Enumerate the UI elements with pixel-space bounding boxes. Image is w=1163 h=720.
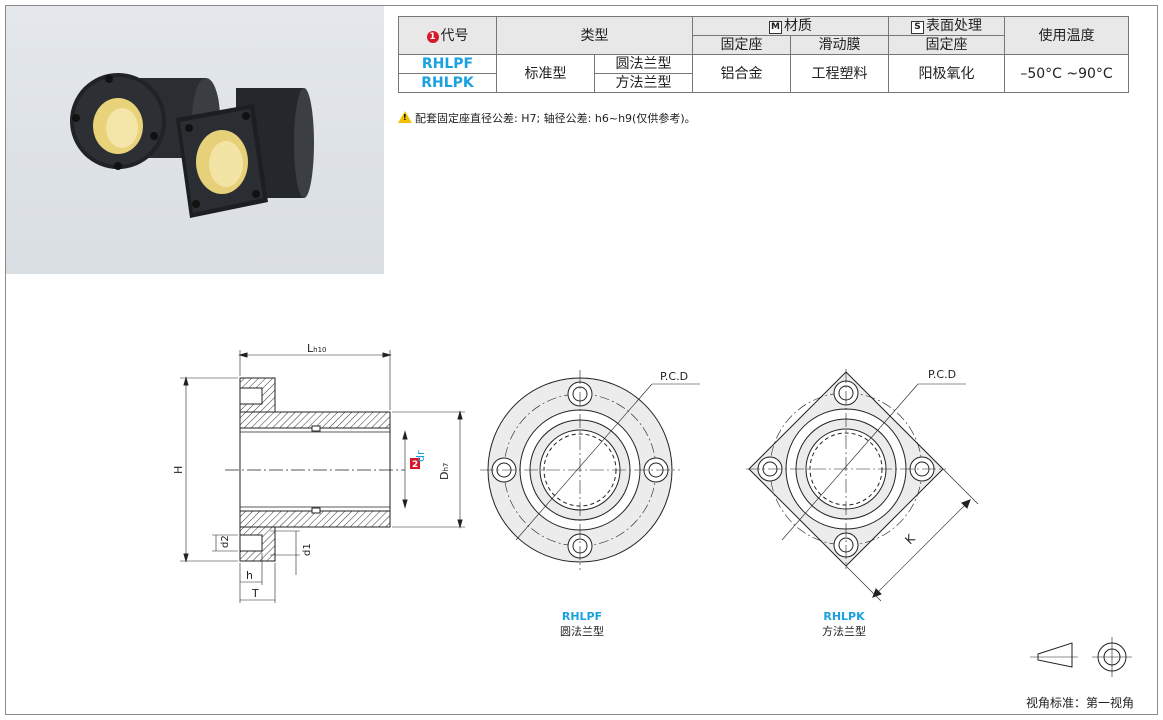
material-badge: M (769, 21, 782, 34)
view-standard-label: 视角标准：第一视角 (1026, 696, 1135, 710)
header-surface-seat: 固定座 (888, 35, 1005, 55)
header-type: 类型 (496, 16, 693, 55)
caption-square-code: RHLPK (823, 610, 865, 623)
dim-d2: d2 (220, 535, 231, 548)
round-flange-view (480, 370, 700, 570)
dim-l: Lh10 (307, 342, 326, 355)
type-standard: 标准型 (496, 54, 595, 93)
caption-square: RHLPK 方法兰型 (794, 610, 894, 639)
surface-value: 阳极氧化 (888, 54, 1005, 93)
caption-round: RHLPF 圆法兰型 (532, 610, 632, 639)
dim-k: K (902, 531, 918, 547)
material-film-value: 工程塑料 (790, 54, 889, 93)
code-rhlpk: RHLPK (398, 73, 497, 93)
tolerance-note: 配套固定座直径公差: H7; 轴径公差: h6~h9(仅供参考)。 (398, 110, 696, 126)
caption-round-name: 圆法兰型 (560, 625, 604, 638)
dim-d1: d1 (302, 543, 313, 556)
side-section-view (180, 350, 465, 603)
type-square-flange: 方法兰型 (594, 73, 693, 93)
dim-h-small: h (246, 569, 253, 582)
dim-h: H (172, 466, 185, 474)
first-angle-symbol (1030, 637, 1132, 677)
page-frame (5, 5, 1158, 715)
code-number-badge: 1 (426, 30, 439, 43)
product-photo (6, 6, 384, 274)
header-material-film: 滑动膜 (790, 35, 889, 55)
dr-number: 2 (412, 460, 418, 470)
square-flange-view (746, 369, 979, 602)
pcd-label-round: P.C.D (660, 370, 688, 383)
caption-square-name: 方法兰型 (822, 625, 866, 638)
pcd-label-square: P.C.D (928, 368, 956, 381)
dr-number-badge (410, 458, 420, 469)
surface-badge: S (911, 21, 924, 34)
dim-d: Dh7 (438, 463, 451, 480)
dim-t: T (251, 587, 259, 600)
temperature-value: –50°C ~90°C (1004, 54, 1129, 93)
caption-round-code: RHLPF (561, 610, 603, 623)
dim-dr: dr (414, 450, 427, 462)
header-material-seat: 固定座 (692, 35, 791, 55)
warning-icon (398, 111, 412, 123)
